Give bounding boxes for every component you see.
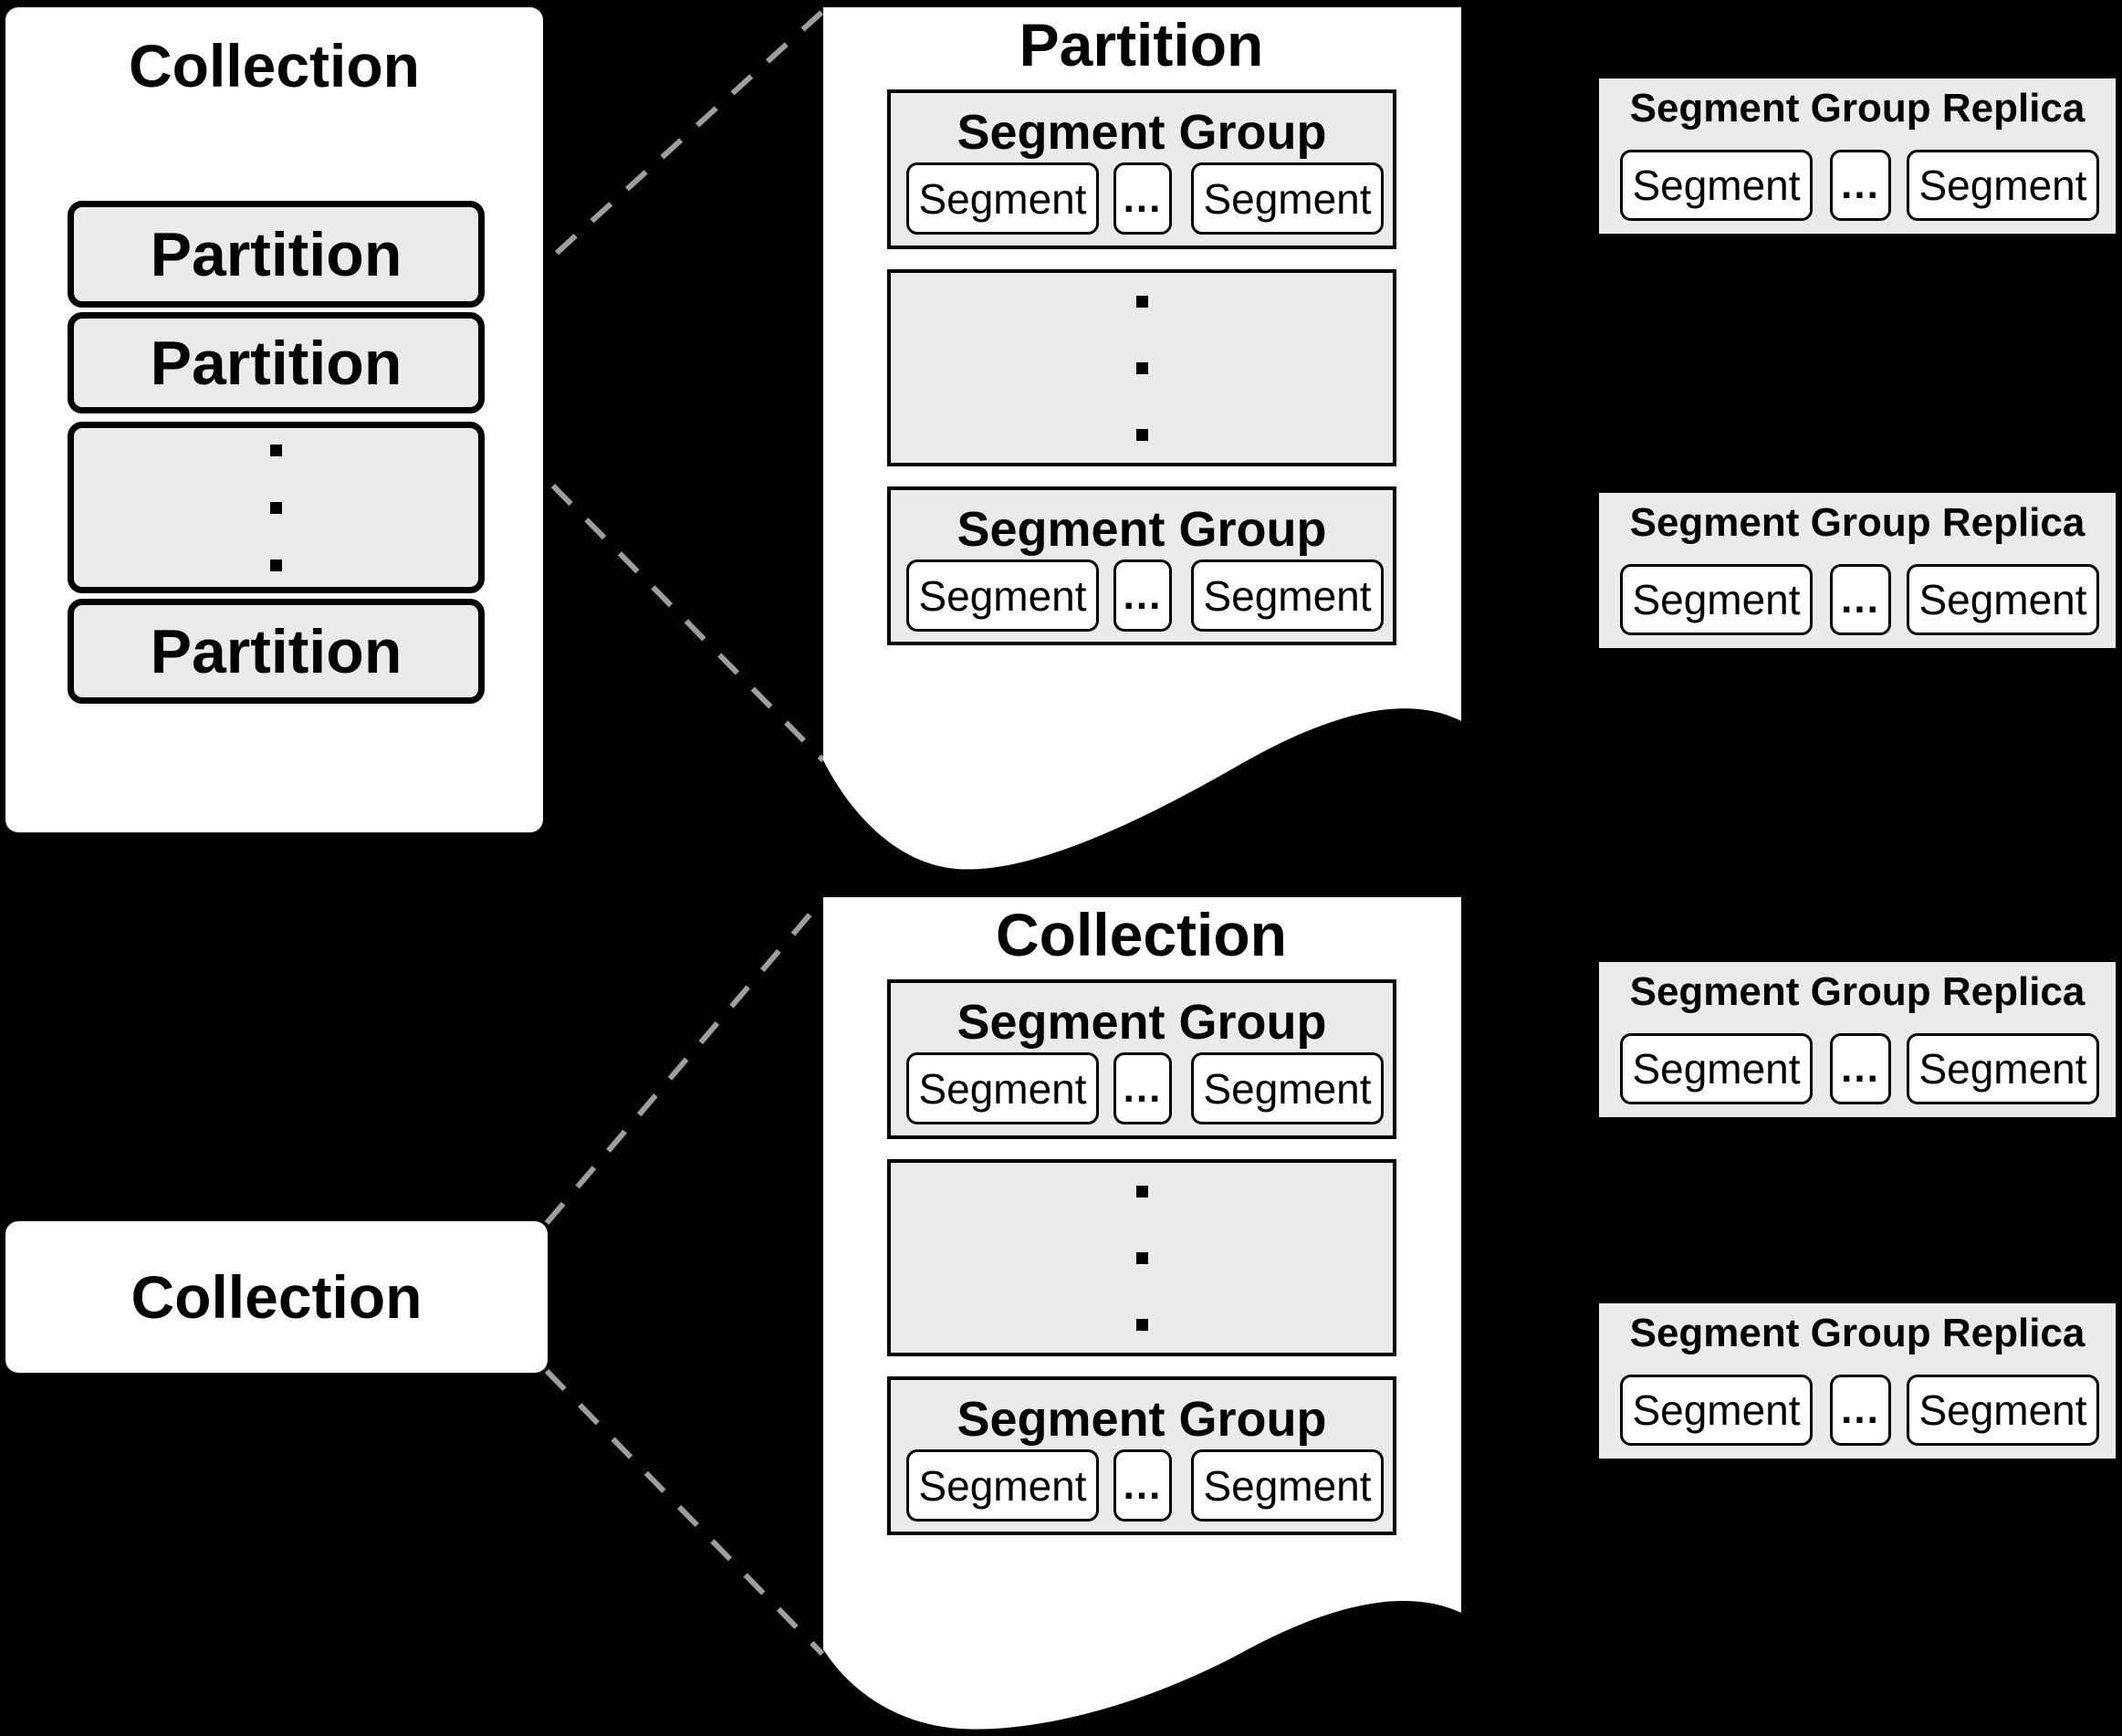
segment-group-title: Segment Group (956, 995, 1327, 1050)
dot (270, 444, 282, 456)
segment-box: Segment (1620, 150, 1813, 221)
segment-group-replica-title: Segment Group Replica (1629, 86, 2085, 131)
collection-panel-title: Collection (128, 32, 420, 99)
segment-box: Segment (1907, 150, 2099, 221)
segment-ellipsis: ... (1113, 1449, 1172, 1522)
dashed-connector-collection-top (544, 898, 825, 1225)
partition-box-1: Partition (68, 201, 485, 308)
segment-group-vertical-ellipsis-icon (887, 1159, 1396, 1356)
segment-box: Segment (1191, 1052, 1384, 1124)
segment-group-title: Segment Group (956, 1392, 1327, 1447)
segment-box: Segment (1191, 162, 1384, 235)
dot (1135, 1251, 1148, 1264)
dashed-connector-collection-bottom (544, 1368, 825, 1657)
segment-ellipsis: ... (1830, 150, 1891, 221)
dot (1135, 361, 1148, 374)
segment-ellipsis: ... (1113, 559, 1172, 632)
partition-vertical-ellipsis-icon (68, 422, 485, 593)
segment-box: Segment (906, 162, 1099, 235)
segment-box: Segment (1907, 564, 2099, 635)
segment-box: Segment (1620, 1033, 1813, 1104)
segment-box: Segment (906, 1052, 1099, 1124)
segment-group-title: Segment Group (956, 502, 1327, 557)
dot (270, 501, 282, 514)
segment-group-box: Segment Group Segment ... Segment (887, 89, 1396, 249)
segment-box: Segment (1191, 559, 1384, 632)
segment-group-box: Segment Group Segment ... Segment (887, 486, 1396, 645)
segment-box: Segment (1620, 1375, 1813, 1446)
segment-group-replica-box: Segment Group Replica Segment ... Segmen… (1599, 1303, 2116, 1459)
segment-ellipsis: ... (1830, 1033, 1891, 1104)
segment-box: Segment (1907, 1375, 2099, 1446)
collection-panel: Collection Partition Partition Partition (5, 7, 543, 832)
segment-group-replica-box: Segment Group Replica Segment ... Segmen… (1599, 78, 2116, 234)
collection-label-box: Collection (5, 1221, 548, 1373)
segment-group-vertical-ellipsis-icon (887, 269, 1396, 466)
partition-page-title: Partition (1019, 11, 1264, 78)
segment-group-replica-title: Segment Group Replica (1629, 969, 2085, 1014)
segment-group-replica-box: Segment Group Replica Segment ... Segmen… (1599, 962, 2116, 1117)
partition-box-1-label: Partition (150, 219, 402, 289)
dot (1135, 1185, 1148, 1197)
dot (270, 559, 282, 571)
segment-box: Segment (1620, 564, 1813, 635)
dot (1135, 428, 1148, 441)
segment-group-title: Segment Group (956, 105, 1327, 160)
dot (1135, 1318, 1148, 1331)
segment-ellipsis: ... (1113, 1052, 1172, 1124)
dashed-connector-partition-bottom (484, 415, 826, 763)
collection-label: Collection (131, 1263, 423, 1331)
segment-ellipsis: ... (1830, 1375, 1891, 1446)
segment-group-replica-box: Segment Group Replica Segment ... Segmen… (1599, 493, 2116, 648)
partition-box-2: Partition (68, 312, 485, 413)
segment-box: Segment (1907, 1033, 2099, 1104)
segment-box: Segment (1191, 1449, 1384, 1522)
dot (1135, 295, 1148, 308)
collection-page-title: Collection (995, 901, 1287, 968)
segment-group-box: Segment Group Segment ... Segment (887, 979, 1396, 1139)
segment-box: Segment (906, 559, 1099, 632)
segment-group-replica-title: Segment Group Replica (1629, 500, 2085, 545)
segment-group-box: Segment Group Segment ... Segment (887, 1376, 1396, 1535)
segment-box: Segment (906, 1449, 1099, 1522)
segment-ellipsis: ... (1830, 564, 1891, 635)
partition-box-3: Partition (68, 599, 485, 704)
segment-ellipsis: ... (1113, 162, 1172, 235)
segment-group-replica-title: Segment Group Replica (1629, 1311, 2085, 1355)
partition-box-2-label: Partition (150, 328, 402, 398)
partition-box-3-label: Partition (150, 616, 402, 686)
